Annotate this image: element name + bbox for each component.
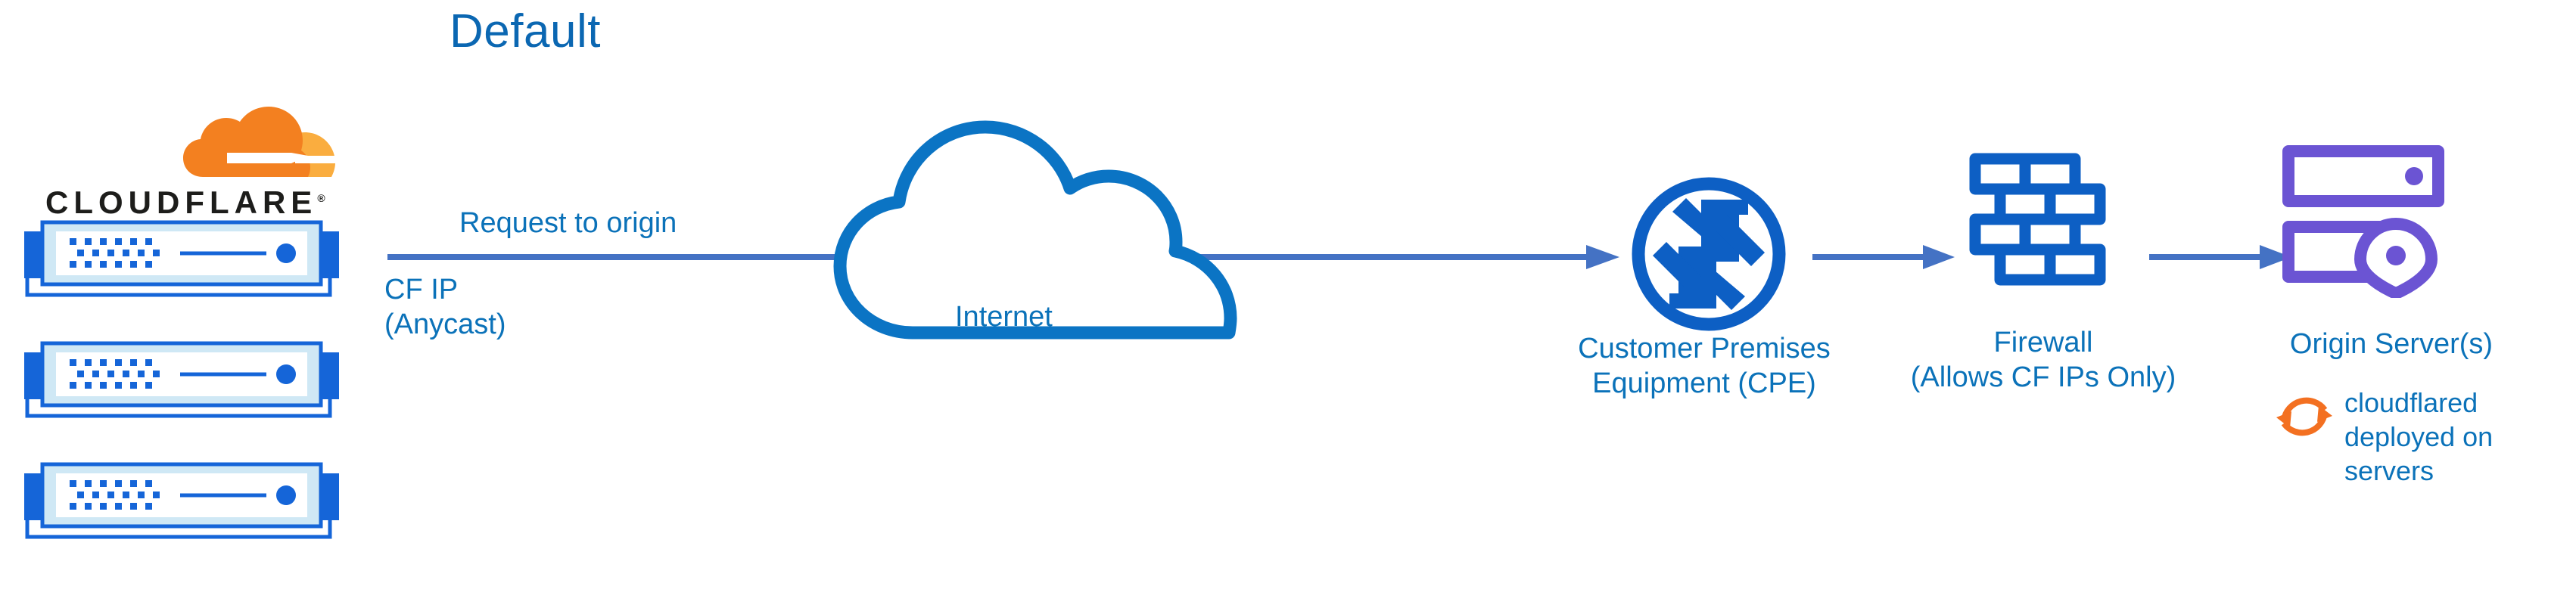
cloudflared-annotation-label: cloudflared deployed on servers <box>2344 387 2494 486</box>
router-icon <box>1627 172 1790 336</box>
internet-cloud-icon <box>825 113 1256 340</box>
firewall-label: Firewall (Allows CF IPs Only) <box>1910 327 2176 394</box>
connector-firewall-to-origin <box>2149 242 2293 272</box>
cf-ip-anycast-label: CF IP (Anycast) <box>384 274 506 341</box>
origin-server-icon <box>2281 142 2447 298</box>
brick-wall-icon <box>1966 151 2117 310</box>
cloudflare-server-unit-3 <box>23 460 341 543</box>
connector-cpe-to-firewall <box>1812 242 1956 272</box>
internet-label: Internet <box>955 301 1053 333</box>
cloudflare-logo: CLOUDFLARE® <box>23 106 348 227</box>
cloudflare-wordmark-text: CLOUDFLARE <box>45 185 318 220</box>
cloudflare-server-unit-2 <box>23 339 341 422</box>
cloudflare-wordmark: CLOUDFLARE® <box>45 185 325 221</box>
page-title: Default <box>450 5 601 57</box>
origin-server-label: Origin Server(s) <box>2289 328 2494 360</box>
request-to-origin-label: Request to origin <box>459 207 677 239</box>
sync-arrows-icon <box>2272 384 2337 449</box>
cloudflare-server-unit-1 <box>23 218 341 301</box>
cloudflare-cloud-mark-icon <box>174 106 341 189</box>
registered-mark: ® <box>317 192 325 204</box>
cpe-label: Customer Premises Equipment (CPE) <box>1578 333 1831 400</box>
